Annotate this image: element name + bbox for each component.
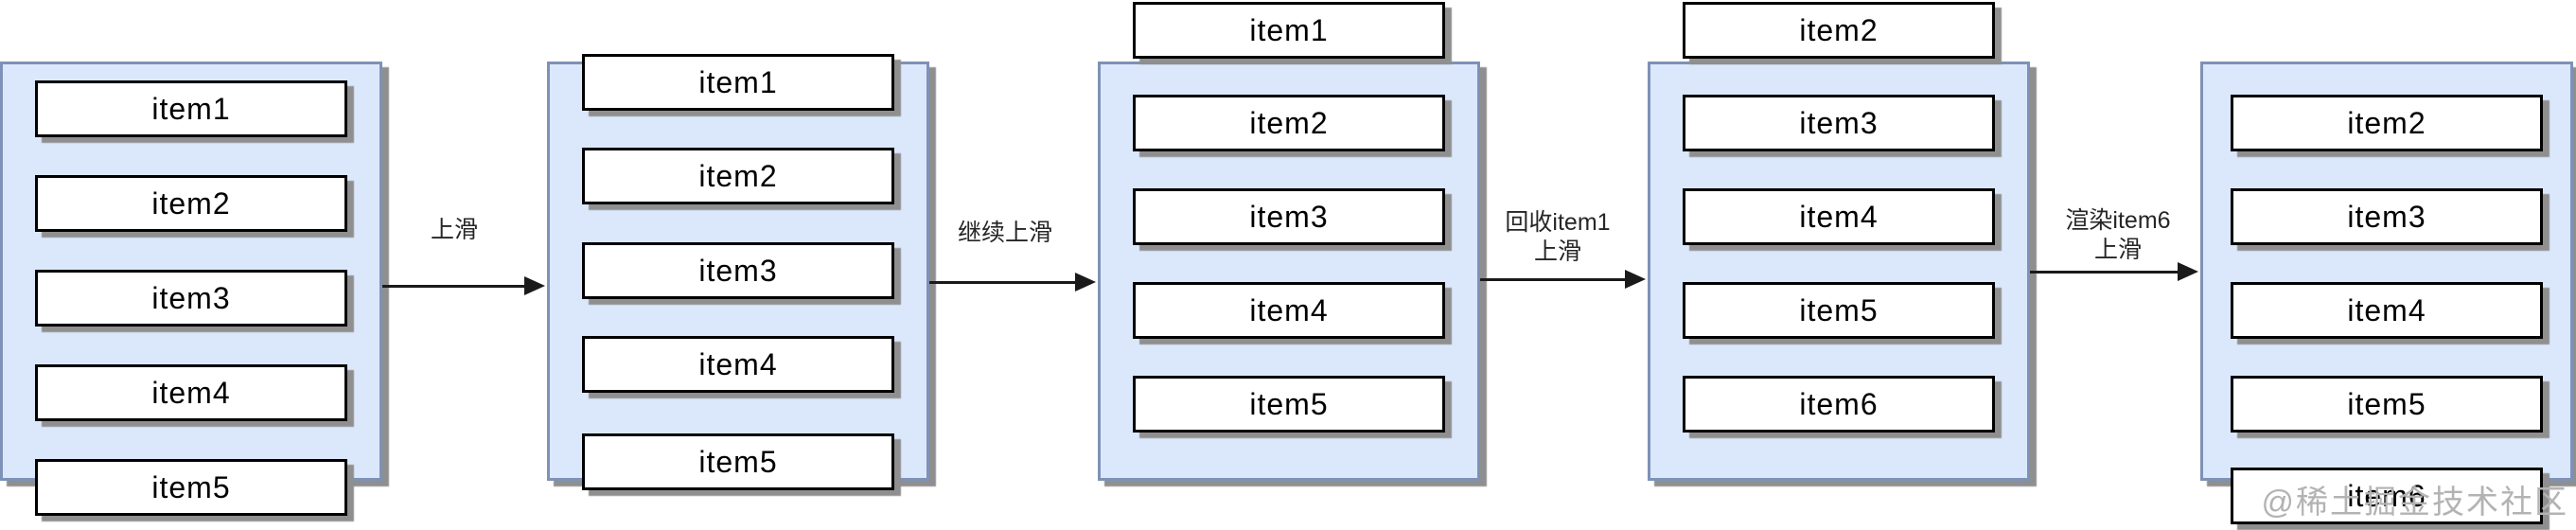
list-item: item2 <box>2231 95 2543 151</box>
list-item-label: item4 <box>1249 292 1329 327</box>
list-item: item6 <box>1683 376 1995 433</box>
list-item-label: item5 <box>1799 292 1879 327</box>
list-item-label: item1 <box>151 91 231 126</box>
list-item-label: item4 <box>151 375 231 410</box>
list-item-label: item2 <box>698 158 778 193</box>
transition-label-line: 回收item1 <box>1505 209 1611 236</box>
arrow-line <box>2030 271 2181 274</box>
list-item-label: item6 <box>1799 386 1879 421</box>
list-item-label: item3 <box>151 280 231 315</box>
list-item: item4 <box>35 364 347 421</box>
arrow-head-icon <box>1625 270 1646 289</box>
list-item-label: item6 <box>2347 478 2426 513</box>
list-item: item1 <box>582 54 894 111</box>
list-item-label: item2 <box>1249 105 1329 140</box>
list-item: item3 <box>2231 188 2543 245</box>
arrow-line <box>929 281 1079 284</box>
transition-label-line: 上滑 <box>1533 238 1582 265</box>
list-item-label: item2 <box>2347 105 2426 140</box>
list-item: item2 <box>35 175 347 232</box>
list-item: item5 <box>582 433 894 490</box>
list-item: item2 <box>582 148 894 204</box>
list-item: item3 <box>1683 95 1995 151</box>
list-item: item5 <box>1133 376 1445 433</box>
list-item-label: item5 <box>1249 386 1329 421</box>
list-item-label: item4 <box>698 346 778 381</box>
list-item: item6 <box>2231 468 2543 524</box>
list-item: item3 <box>582 242 894 299</box>
list-item-label: item3 <box>2347 199 2426 234</box>
transition-label-line: 渲染item6 <box>2065 207 2171 234</box>
list-item-label: item2 <box>1799 12 1879 47</box>
list-item: item2 <box>1683 2 1995 59</box>
list-item-label: item1 <box>698 64 778 99</box>
transition-label-line: 上滑 <box>2093 237 2143 263</box>
list-item-label: item2 <box>151 186 231 221</box>
arrow-line <box>382 285 528 288</box>
list-item: item1 <box>35 80 347 137</box>
list-item-label: item5 <box>698 444 778 479</box>
list-item-label: item3 <box>1249 199 1329 234</box>
list-item: item4 <box>1683 188 1995 245</box>
list-item: item4 <box>1133 282 1445 339</box>
list-item: item5 <box>35 459 347 516</box>
list-item: item3 <box>35 270 347 327</box>
transition-label: 渲染item6 上滑 <box>2065 206 2170 265</box>
watermark: @稀土掘金技术社区 <box>2261 485 2568 521</box>
transition-label-line: 上滑 <box>430 217 479 243</box>
list-item: item5 <box>1683 282 1995 339</box>
arrow-line <box>1480 278 1629 281</box>
arrow-head-icon <box>524 276 545 295</box>
list-item-label: item3 <box>698 253 778 288</box>
list-item: item4 <box>2231 282 2543 339</box>
list-item: item3 <box>1133 188 1445 245</box>
arrow-head-icon <box>1075 273 1096 292</box>
list-item-label: item5 <box>2347 386 2426 421</box>
transition-label: 上滑 <box>431 216 478 245</box>
transition-label-line: 继续上滑 <box>957 220 1053 246</box>
list-item-label: item4 <box>2347 292 2426 327</box>
list-item: item2 <box>1133 95 1445 151</box>
list-item-label: item3 <box>1799 105 1879 140</box>
list-item-label: item4 <box>1799 199 1879 234</box>
arrow-head-icon <box>2178 262 2198 281</box>
list-item: item1 <box>1133 2 1445 59</box>
list-item: item4 <box>582 336 894 393</box>
list-item-label: item5 <box>151 469 231 504</box>
transition-label: 继续上滑 <box>958 219 1052 248</box>
list-item-label: item1 <box>1249 12 1329 47</box>
list-item: item5 <box>2231 376 2543 433</box>
